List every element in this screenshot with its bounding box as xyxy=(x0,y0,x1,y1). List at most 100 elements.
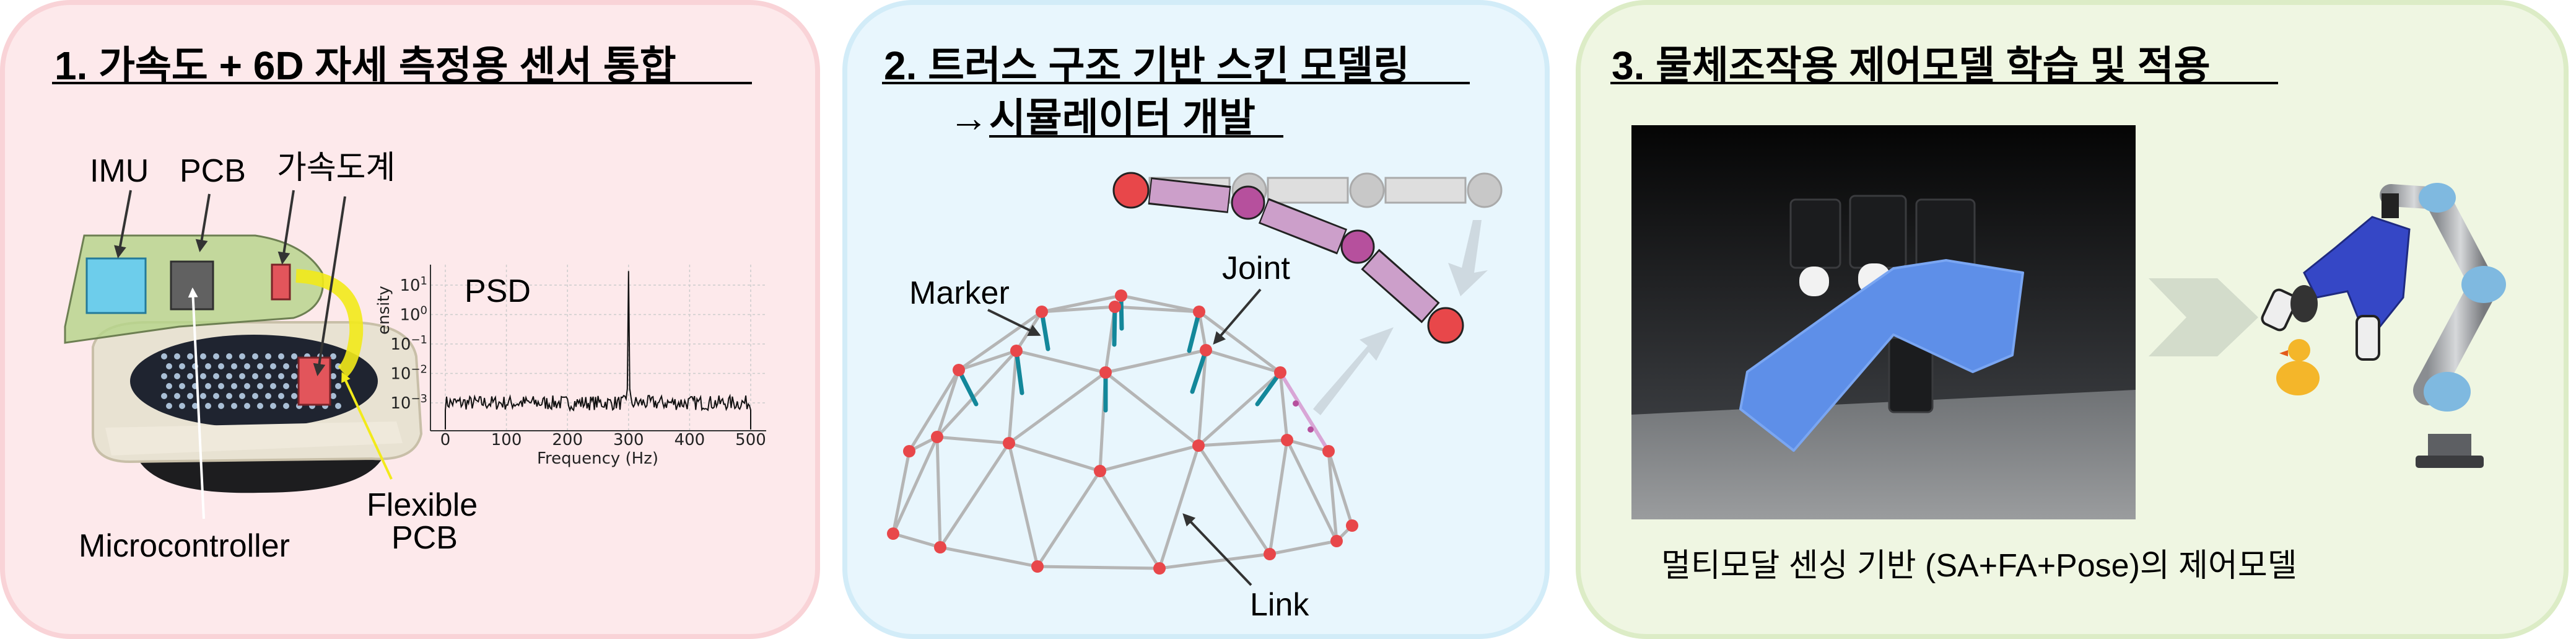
truss-link xyxy=(893,532,941,549)
psd-xtick-label: 100 xyxy=(491,431,522,449)
truss-link xyxy=(1114,305,1200,314)
flexible-label: Flexible xyxy=(367,487,478,523)
imu-pointer xyxy=(114,190,132,258)
tactile-dot xyxy=(226,353,232,359)
marker-rod xyxy=(1039,309,1050,351)
chain-fixed-joint xyxy=(1112,172,1150,209)
tactile-dot xyxy=(278,373,284,379)
tactile-dot xyxy=(192,403,198,409)
tactile-dot xyxy=(161,373,167,379)
deformable-object xyxy=(1739,259,2024,452)
truss-link xyxy=(936,350,1018,438)
tactile-dot xyxy=(205,363,211,369)
tactile-dot xyxy=(257,363,263,369)
truss-joint xyxy=(1153,562,1166,575)
accelerometer-label: 가속도계 xyxy=(277,150,395,186)
marker-label: Marker xyxy=(909,275,1010,311)
psd-ytick-base: 10 xyxy=(390,394,411,413)
tactile-dot xyxy=(226,393,232,399)
truss-link xyxy=(937,435,1010,445)
truss-link xyxy=(1036,470,1102,568)
truss-link xyxy=(1120,294,1200,314)
tactile-dot xyxy=(166,363,172,369)
tactile-dot xyxy=(231,383,237,389)
truss-link xyxy=(891,451,911,534)
tactile-dot xyxy=(226,373,232,379)
tactile-dot xyxy=(270,383,276,389)
psd-ytick-label: 10−2 xyxy=(390,363,427,384)
marker-rod xyxy=(1190,348,1208,394)
truss-dome xyxy=(887,289,1358,575)
tactile-dot xyxy=(239,353,245,359)
transfer-arrow-icon xyxy=(2149,278,2258,356)
truss-link xyxy=(1008,371,1107,445)
flexible-pcb-label: PCB xyxy=(391,520,458,556)
truss-link xyxy=(1041,294,1122,314)
panel2-title-line1: 2. 트러스 구조 기반 스킨 모델링 xyxy=(884,43,1410,88)
tactile-dot xyxy=(257,403,263,409)
tactile-dot xyxy=(265,373,271,379)
truss-joint xyxy=(1094,465,1106,477)
truss-joint xyxy=(1003,437,1015,449)
robot-arm-image xyxy=(2261,183,2506,468)
link-chain-diagram xyxy=(1112,172,1503,415)
link-pointer xyxy=(1182,513,1252,586)
truss-link xyxy=(1268,439,1289,555)
panel3-caption: 멀티모달 센싱 기반 (SA+FA+Pose)의 제어모델 xyxy=(1661,548,2297,584)
imu-label: IMU xyxy=(90,153,149,189)
tactile-dot xyxy=(200,373,206,379)
truss-link xyxy=(958,349,1017,372)
tactile-dot xyxy=(239,393,245,399)
tactile-dot xyxy=(218,403,224,409)
truss-joint xyxy=(1099,366,1112,379)
chain-end-joint xyxy=(1427,307,1464,344)
panel-truss-skin-modeling: 2. 트러스 구조 기반 스킨 모델링 → 시뮬레이터 개발 xyxy=(842,0,1550,639)
truss-link xyxy=(891,436,939,535)
truss-joint xyxy=(1031,560,1044,573)
truss-link xyxy=(940,545,1038,568)
truss-joint xyxy=(931,431,943,443)
tactile-dot xyxy=(231,403,237,409)
truss-link xyxy=(1104,371,1200,447)
psd-xtick-label: 200 xyxy=(552,431,583,449)
tactile-dot xyxy=(291,353,297,359)
accelerometer-chip xyxy=(271,263,291,301)
panel-sensor-integration: 1. 가속도 + 6D 자세 측정용 센서 통합 IMU PCB 가속도계 Mi… xyxy=(0,0,820,639)
tactile-dot xyxy=(179,383,185,389)
marker-rod xyxy=(1014,348,1024,395)
tactile-dot xyxy=(174,393,180,399)
accelerometer-mount-pointer xyxy=(313,196,346,376)
psd-ytick-label: 101 xyxy=(399,275,427,295)
tactile-dot xyxy=(265,393,271,399)
truss-link xyxy=(1285,439,1338,542)
psd-xtick-label: 0 xyxy=(440,431,451,449)
psd-xtick-label: 500 xyxy=(735,431,766,449)
psd-label: PSD xyxy=(465,273,531,309)
psd-ylabel: ensity xyxy=(375,286,393,335)
truss-link xyxy=(1205,348,1281,374)
tactile-dot xyxy=(252,393,258,399)
marker-rod xyxy=(1187,309,1202,353)
truss-link xyxy=(1197,371,1281,447)
tactile-dot xyxy=(270,363,276,369)
truss-joint xyxy=(1346,519,1358,532)
psd-series-line xyxy=(445,271,751,430)
truss-link xyxy=(907,369,961,452)
panel-control-model: 3. 물체조작용 제어모델 학습 및 적용 xyxy=(1576,0,2569,639)
tactile-dot xyxy=(265,353,271,359)
tactile-dot xyxy=(218,363,224,369)
psd-ytick-exp: 0 xyxy=(421,304,427,317)
panel3-title: 3. 물체조작용 제어모델 학습 및 적용 xyxy=(1612,43,2211,88)
tactile-dot xyxy=(239,373,245,379)
truss-joint xyxy=(1200,344,1212,356)
tactile-dot xyxy=(283,403,289,409)
truss-link xyxy=(1327,451,1354,526)
tactile-dot xyxy=(244,363,250,369)
highlighted-link xyxy=(1278,371,1330,452)
tactile-dot xyxy=(161,393,167,399)
link-subnode xyxy=(1308,426,1314,433)
truss-joint xyxy=(1109,301,1121,313)
psd-ytick-base: 10 xyxy=(390,365,411,384)
tactile-dot xyxy=(179,403,185,409)
psd-xtick-label: 300 xyxy=(613,431,644,449)
